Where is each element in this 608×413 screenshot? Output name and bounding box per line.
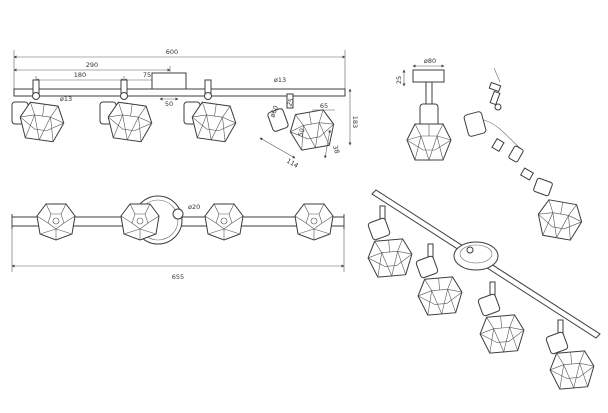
spotlight-head: [267, 93, 338, 153]
dim-c: 50: [296, 127, 306, 138]
cage-top: [204, 203, 244, 241]
dim-b: 25: [285, 97, 295, 108]
side-cage: [406, 123, 452, 161]
exploded-ring: [519, 167, 535, 181]
dim-left-part: 290: [86, 61, 98, 69]
dim-depth: 65: [320, 102, 328, 110]
dim-spot-spacing: 180: [74, 71, 86, 79]
dim-diag: 38: [331, 144, 341, 154]
perspective-spot: [545, 319, 597, 391]
dim-base: 50: [165, 100, 173, 108]
front-elevation: 600 290 180 75 50 ø13 ø13 183 65 ø60 25 …: [12, 48, 359, 170]
dim-overall: 600: [166, 48, 178, 56]
dim-tube: ø13: [60, 95, 72, 103]
exploded-socket: [508, 145, 524, 163]
perspective-canopy-inner: [459, 244, 493, 264]
exploded-joint: [489, 90, 501, 106]
exploded-bracket: [488, 81, 502, 93]
cage-top: [120, 203, 160, 241]
perspective-screw: [466, 246, 474, 254]
dim-line-width: [259, 137, 296, 159]
side-view: ø80 25: [395, 57, 452, 161]
dim-canopy: ø20: [188, 203, 200, 211]
assembly-axis: [493, 67, 501, 83]
dim-canopy-height: 25: [395, 76, 403, 84]
dim-a: ø60: [268, 104, 280, 118]
dim-offset: 75: [143, 71, 151, 79]
dim-length: 655: [172, 273, 184, 281]
canopy-screw: [172, 208, 184, 220]
exploded-lampholder: [533, 177, 553, 197]
perspective-spot: [477, 281, 527, 355]
dim-tube-small: ø13: [274, 76, 286, 84]
perspective-view: [366, 189, 601, 391]
perspective-canopy: [453, 241, 499, 271]
exploded-clip: [491, 137, 505, 153]
side-canopy: [412, 69, 445, 83]
perspective-spot: [366, 205, 415, 279]
exploded-screw: [494, 103, 502, 111]
dim-line-diag: [323, 129, 332, 159]
side-stem: [425, 81, 433, 105]
dim-height: 183: [351, 116, 359, 128]
exploded-cable: [483, 119, 521, 149]
dim-canopy-dia: ø80: [424, 57, 436, 65]
exploded-holder: [463, 111, 487, 137]
perspective-spot: [415, 243, 465, 317]
mounting-bar: [13, 88, 346, 97]
ceiling-canopy: [151, 72, 187, 90]
cage-top: [36, 203, 76, 241]
exploded-view: [463, 67, 585, 243]
dim-width: 114: [285, 157, 300, 170]
exploded-cage: [534, 197, 585, 243]
top-view: ø20 655: [11, 195, 345, 281]
cage-top: [294, 203, 334, 241]
